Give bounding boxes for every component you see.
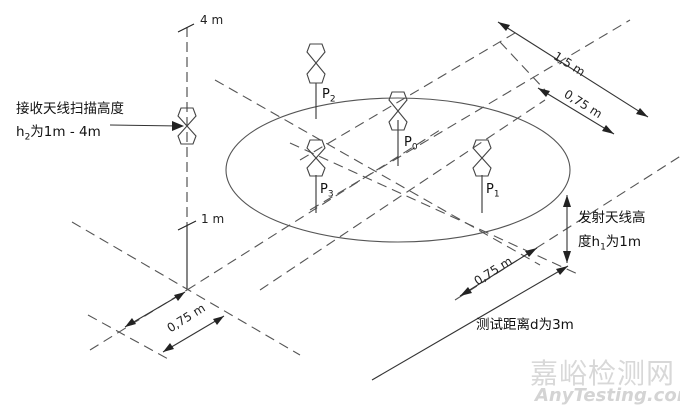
mast-top-label: 4 m — [200, 13, 224, 27]
watermark-cn: 嘉峪检测网 — [530, 357, 676, 390]
receive-antenna-icon — [177, 107, 197, 145]
receive-scan-annotation: 接收天线扫描高度 — [16, 101, 124, 117]
transmit-height-line1: 发射天线高 — [578, 210, 646, 226]
mast-bottom-label: 1 m — [201, 212, 225, 226]
point-p3-label: P3 — [320, 182, 334, 200]
antenna-p1-icon — [472, 139, 492, 177]
transmit-height-line2: 度h1为1m — [578, 234, 642, 253]
test-area-ellipse — [225, 97, 571, 243]
antenna-p0-icon — [388, 91, 408, 131]
point-p0-label: P0 — [404, 135, 418, 153]
test-distance-label: 测试距离d为3m — [476, 317, 574, 333]
receive-height-range: h2为1m - 4m — [16, 124, 101, 143]
antenna-p2-icon — [306, 43, 326, 84]
watermark-en: AnyTesting.com — [535, 385, 680, 406]
point-p2-label: P2 — [322, 87, 336, 105]
antenna-p3-icon — [306, 139, 326, 177]
point-p1-label: P1 — [486, 182, 500, 200]
